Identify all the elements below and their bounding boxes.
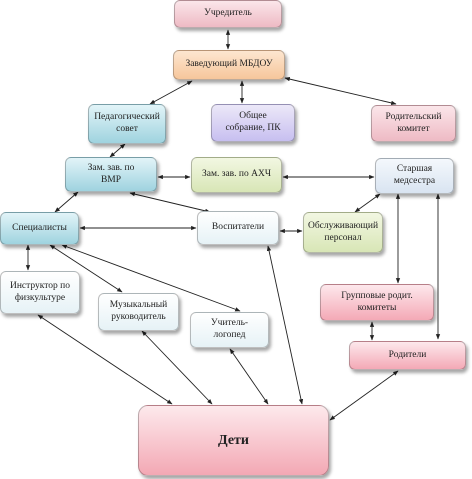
node-zaveduyushchiy: Заведующий МБДОУ [173,50,285,80]
edge-roditeli-deti [329,370,399,421]
node-muzykalnyy: Музыкальный руководитель [98,293,179,331]
edge-logoped-deti [229,348,269,405]
edge-pedsovet-zamvmr [109,143,126,158]
edge-medsestra-obsluzh [354,193,381,213]
node-obshchee-sobranie: Общее собрание, ПК [211,104,295,142]
node-starshaya-medsestra: Старшая медсестра [375,158,454,194]
node-vospitateli: Воспитатели [197,211,279,245]
node-instruktor: Инструктор по физкультуре [0,271,80,314]
edge-zamvmr-specialisty [54,191,79,213]
node-zam-ahch: Зам. зав. по АХЧ [191,157,282,193]
node-logoped: Учитель- логопед [190,312,269,348]
edge-specialisty-logoped [61,244,241,312]
edge-vospitateli-deti [266,245,304,405]
node-deti: Дети [138,405,329,476]
node-gruppovye-komitety: Групповые родит. комитеты [320,284,434,321]
edge-zaveduyushchiy-pedsovet [149,80,193,105]
node-uchreditel: Учредитель [174,0,282,28]
edge-muzykalnyy-deti [141,330,213,405]
node-zam-vmr: Зам. зав. по ВМР [65,157,157,192]
node-roditelskiy-komitet: Родительский комитет [371,105,456,142]
node-roditeli: Родители [349,341,466,370]
node-specialisty: Специалисты [0,212,79,245]
edge-zamvmr-vospitateli [129,192,211,213]
node-ped-sovet: Педагогический совет [88,104,166,144]
node-obsluzhivayushchiy: Обслуживающий персонал [303,212,383,253]
edge-zaveduyushchiy-komitet [284,77,397,105]
